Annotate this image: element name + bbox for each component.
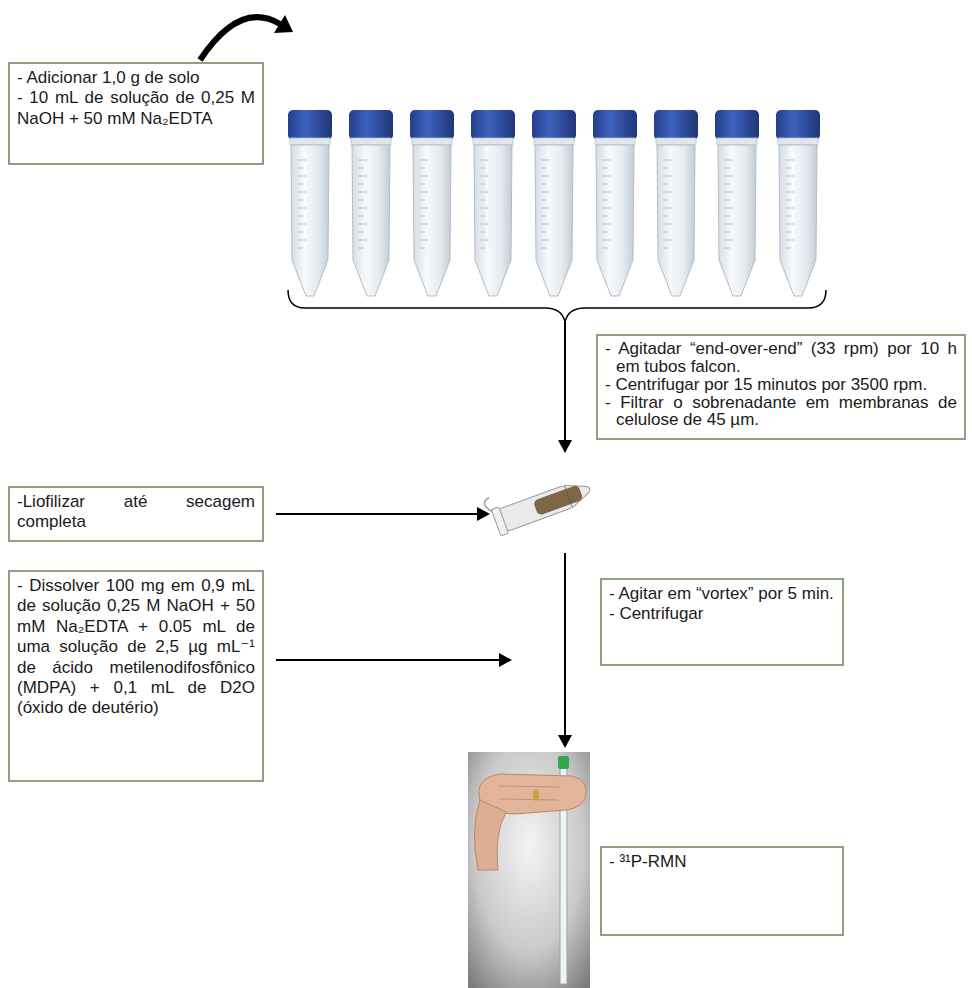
flow-line <box>564 553 566 737</box>
step-text: - 10 mL de solução de 0,25 M NaOH + 50 m… <box>17 88 255 129</box>
arrow-line <box>276 513 478 515</box>
curved-arrow <box>200 17 280 60</box>
falcon-tube <box>532 110 576 296</box>
falcon-tube <box>410 110 454 296</box>
falcon-tube <box>715 110 759 296</box>
process-box: - ³¹P-RMN <box>600 846 844 936</box>
arrow-head <box>274 15 293 33</box>
process-box: -Liofilizar até secagem completa <box>8 486 264 542</box>
brace <box>288 290 826 322</box>
falcon-tube <box>776 110 820 296</box>
step-text: - Dissolver 100 mg em 0,9 mL de solução … <box>17 576 255 719</box>
falcon-tube <box>593 110 637 296</box>
arrow-head <box>477 507 490 521</box>
step-text: - Agitar em “vortex” por 5 min. <box>609 584 835 604</box>
process-box: - Dissolver 100 mg em 0,9 mL de solução … <box>8 570 264 782</box>
step-text: - Centrifugar <box>609 604 835 624</box>
arrow-head <box>499 653 512 667</box>
falcon-tube <box>349 110 393 296</box>
step-text: - ³¹P-RMN <box>609 852 835 872</box>
eppendorf-lid <box>491 507 508 536</box>
arrow-head <box>558 440 572 453</box>
falcon-tube <box>654 110 698 296</box>
step-text: - Centrifugar por 15 minutos por 3500 rp… <box>605 376 957 394</box>
step-text: - Adicionar 1,0 g de solo <box>17 68 255 88</box>
arrow-head <box>558 735 572 748</box>
nmr-cap <box>558 756 569 769</box>
nmr-photo <box>468 752 590 988</box>
wrist <box>474 800 506 870</box>
process-box: - Adicionar 1,0 g de solo- 10 mL de solu… <box>8 62 264 165</box>
eppendorf-content <box>533 484 584 515</box>
falcon-tubes <box>288 110 820 296</box>
ring <box>533 789 539 801</box>
arrow-line <box>276 659 500 661</box>
step-text: -Liofilizar até secagem completa <box>17 492 255 533</box>
step-text: - Filtrar o sobrenadante em membranas de… <box>605 394 957 430</box>
finger-lines <box>498 786 560 800</box>
falcon-tube <box>471 110 515 296</box>
falcon-tube <box>288 110 332 296</box>
photo-background <box>468 752 590 988</box>
eppendorf-hinge <box>483 498 494 513</box>
flow-line <box>564 322 566 442</box>
eppendorf-tube <box>483 464 594 537</box>
step-text: - Agitadar “end-over-end” (33 rpm) por 1… <box>605 340 957 376</box>
process-box: - Agitar em “vortex” por 5 min.- Centrif… <box>600 578 844 666</box>
process-box: - Agitadar “end-over-end” (33 rpm) por 1… <box>596 334 966 440</box>
